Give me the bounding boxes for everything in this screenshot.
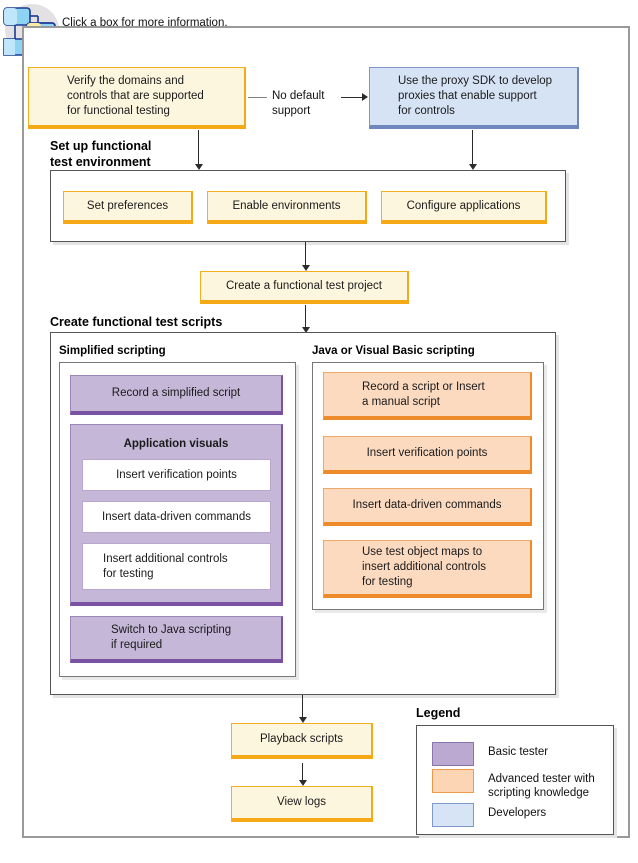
node-insert-verification-points-java[interactable]: Insert verification points	[323, 436, 532, 474]
arrow-to-proxy-sdk	[362, 93, 368, 101]
node-set-preferences-label: Set preferences	[86, 199, 169, 212]
arrow-into-view-logs	[299, 780, 307, 786]
node-switch-to-java-scripting-label: Switch to Java scripting if required	[111, 624, 232, 651]
node-create-test-project[interactable]: Create a functional test project	[200, 271, 409, 304]
legend-title: Legend	[416, 706, 461, 720]
group-title-create-scripts: Create functional test scripts	[50, 315, 223, 329]
legend-entry-advanced-tester: Advanced tester with scripting knowledge	[432, 769, 612, 800]
connector-playback-to-logs	[302, 763, 303, 782]
node-create-test-project-label: Create a functional test project	[226, 279, 382, 292]
connector-proxy-to-setup	[472, 130, 473, 166]
legend-swatch-blue	[432, 803, 474, 827]
node-record-simplified-script[interactable]: Record a simplified script	[70, 375, 283, 415]
arrow-into-create-project	[302, 265, 310, 271]
legend-swatch-peach	[432, 769, 474, 793]
subgroup-title-simplified-scripting: Simplified scripting	[59, 345, 166, 357]
node-insert-data-driven-simplified-label: Insert data-driven commands	[102, 510, 251, 523]
node-set-preferences[interactable]: Set preferences	[63, 191, 193, 224]
node-insert-data-driven-java[interactable]: Insert data-driven commands	[323, 488, 532, 526]
node-view-logs[interactable]: View logs	[231, 786, 373, 822]
legend-swatch-purple	[432, 742, 474, 766]
node-switch-to-java-scripting[interactable]: Switch to Java scripting if required	[70, 616, 283, 663]
connector-verify-to-setup	[198, 130, 199, 166]
connector-scripts-to-playback	[302, 695, 303, 719]
legend-label-basic-tester: Basic tester	[488, 746, 549, 758]
node-view-logs-label: View logs	[276, 796, 326, 808]
node-insert-additional-controls-simplified[interactable]: Insert additional controls for testing	[82, 543, 271, 590]
node-proxy-sdk[interactable]: Use the proxy SDK to develop proxies tha…	[369, 67, 579, 129]
connector-project-to-scripts	[305, 305, 306, 330]
edge-label-no-default-support: No default support	[272, 90, 325, 117]
arrow-into-playback	[299, 717, 307, 723]
node-enable-environments-label: Enable environments	[232, 199, 341, 212]
legend-entry-developers: Developers	[432, 803, 612, 827]
arrow-into-create-scripts	[302, 327, 310, 333]
node-configure-applications-label: Configure applications	[406, 199, 521, 212]
node-playback-scripts[interactable]: Playback scripts	[231, 723, 373, 759]
connector-label-to-proxy	[341, 97, 363, 98]
node-verify-domains[interactable]: Verify the domains and controls that are…	[28, 67, 246, 129]
node-test-object-maps[interactable]: Use test object maps to insert additiona…	[323, 540, 532, 598]
legend-entry-basic-tester: Basic tester	[432, 742, 612, 766]
node-configure-applications[interactable]: Configure applications	[381, 191, 547, 224]
legend-label-developers: Developers	[488, 807, 547, 819]
node-proxy-sdk-label: Use the proxy SDK to develop proxies tha…	[398, 75, 553, 117]
group-title-setup-environment: Set up functional test environment	[50, 139, 152, 169]
node-record-simplified-script-label: Record a simplified script	[111, 387, 241, 399]
node-insert-additional-controls-simplified-label: Insert additional controls for testing	[103, 552, 228, 580]
node-verify-domains-label: Verify the domains and controls that are…	[67, 75, 204, 117]
node-test-object-maps-label: Use test object maps to insert additiona…	[362, 546, 487, 588]
arrow-into-setup-right	[469, 164, 477, 170]
node-record-or-manual-script-label: Record a script or Insert a manual scrip…	[362, 380, 485, 408]
node-insert-verification-points-java-label: Insert verification points	[366, 447, 488, 459]
node-record-or-manual-script[interactable]: Record a script or Insert a manual scrip…	[323, 372, 532, 420]
node-insert-verification-points-simplified[interactable]: Insert verification points	[82, 459, 271, 491]
arrow-into-setup-left	[195, 164, 203, 170]
legend-label-advanced-tester: Advanced tester with scripting knowledge	[488, 773, 595, 799]
node-insert-data-driven-java-label: Insert data-driven commands	[352, 499, 502, 511]
group-application-visuals-title: Application visuals	[123, 438, 229, 450]
connector-setup-to-project	[305, 242, 306, 268]
subgroup-title-java-vb-scripting: Java or Visual Basic scripting	[312, 345, 475, 357]
node-playback-scripts-label: Playback scripts	[259, 733, 344, 745]
node-insert-data-driven-simplified[interactable]: Insert data-driven commands	[82, 501, 271, 533]
connector-verify-to-label	[248, 97, 267, 98]
node-enable-environments[interactable]: Enable environments	[207, 191, 367, 224]
node-insert-verification-points-simplified-label: Insert verification points	[116, 468, 237, 481]
